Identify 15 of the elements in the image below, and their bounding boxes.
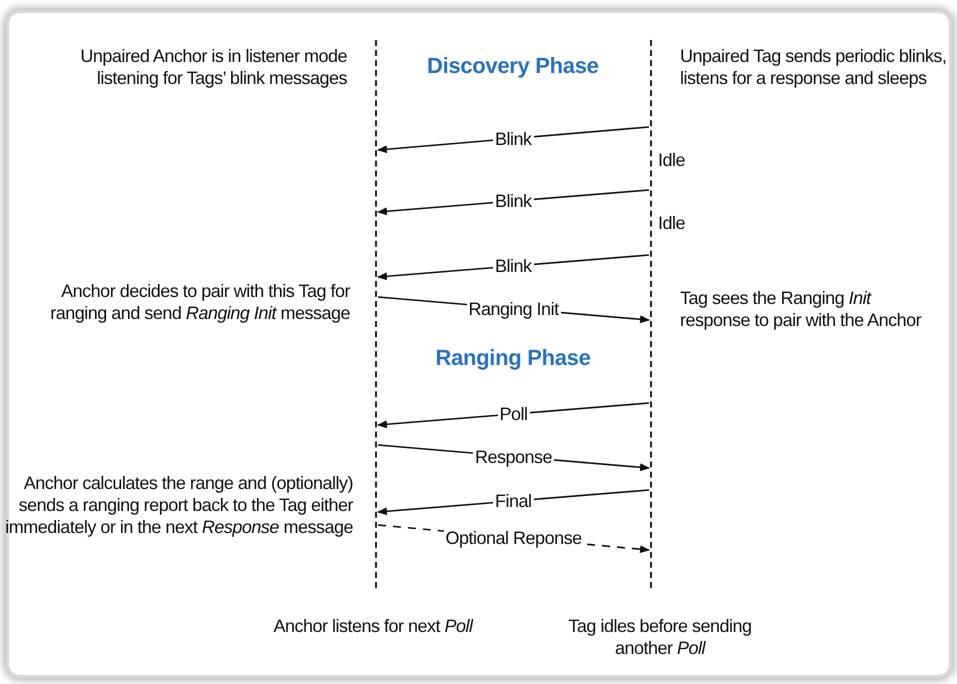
arrow bbox=[377, 402, 650, 428]
edge-label: Optional Reponse bbox=[444, 528, 584, 548]
state-label: Idle bbox=[658, 212, 686, 234]
note-text: Unpaired Anchor is in listener mode listening for Tags’ blink messages bbox=[79, 45, 347, 89]
note-text: Unpaired Tag sends periodic blinks, listens for a response and sleeps bbox=[680, 45, 948, 89]
note-text: Anchor listens for next Poll bbox=[273, 615, 473, 637]
note-text: Tag idles before sending another Poll bbox=[567, 615, 753, 659]
note-text: Anchor decides to pair with this Tag for ranging and send Ranging Init message bbox=[49, 280, 350, 324]
note-text: Tag sees the Ranging Init response to pair with the Anchor bbox=[680, 287, 922, 331]
note-text: Anchor calculates the range and (optionally) sends a ranging report back to the Tag either immediately or in the next Response message bbox=[5, 472, 353, 538]
state-label: Idle bbox=[658, 149, 686, 171]
lifeline bbox=[650, 40, 652, 588]
phase-heading: Discovery Phase bbox=[427, 55, 599, 77]
phase-heading: Ranging Phase bbox=[436, 347, 591, 369]
lifeline bbox=[375, 40, 377, 588]
